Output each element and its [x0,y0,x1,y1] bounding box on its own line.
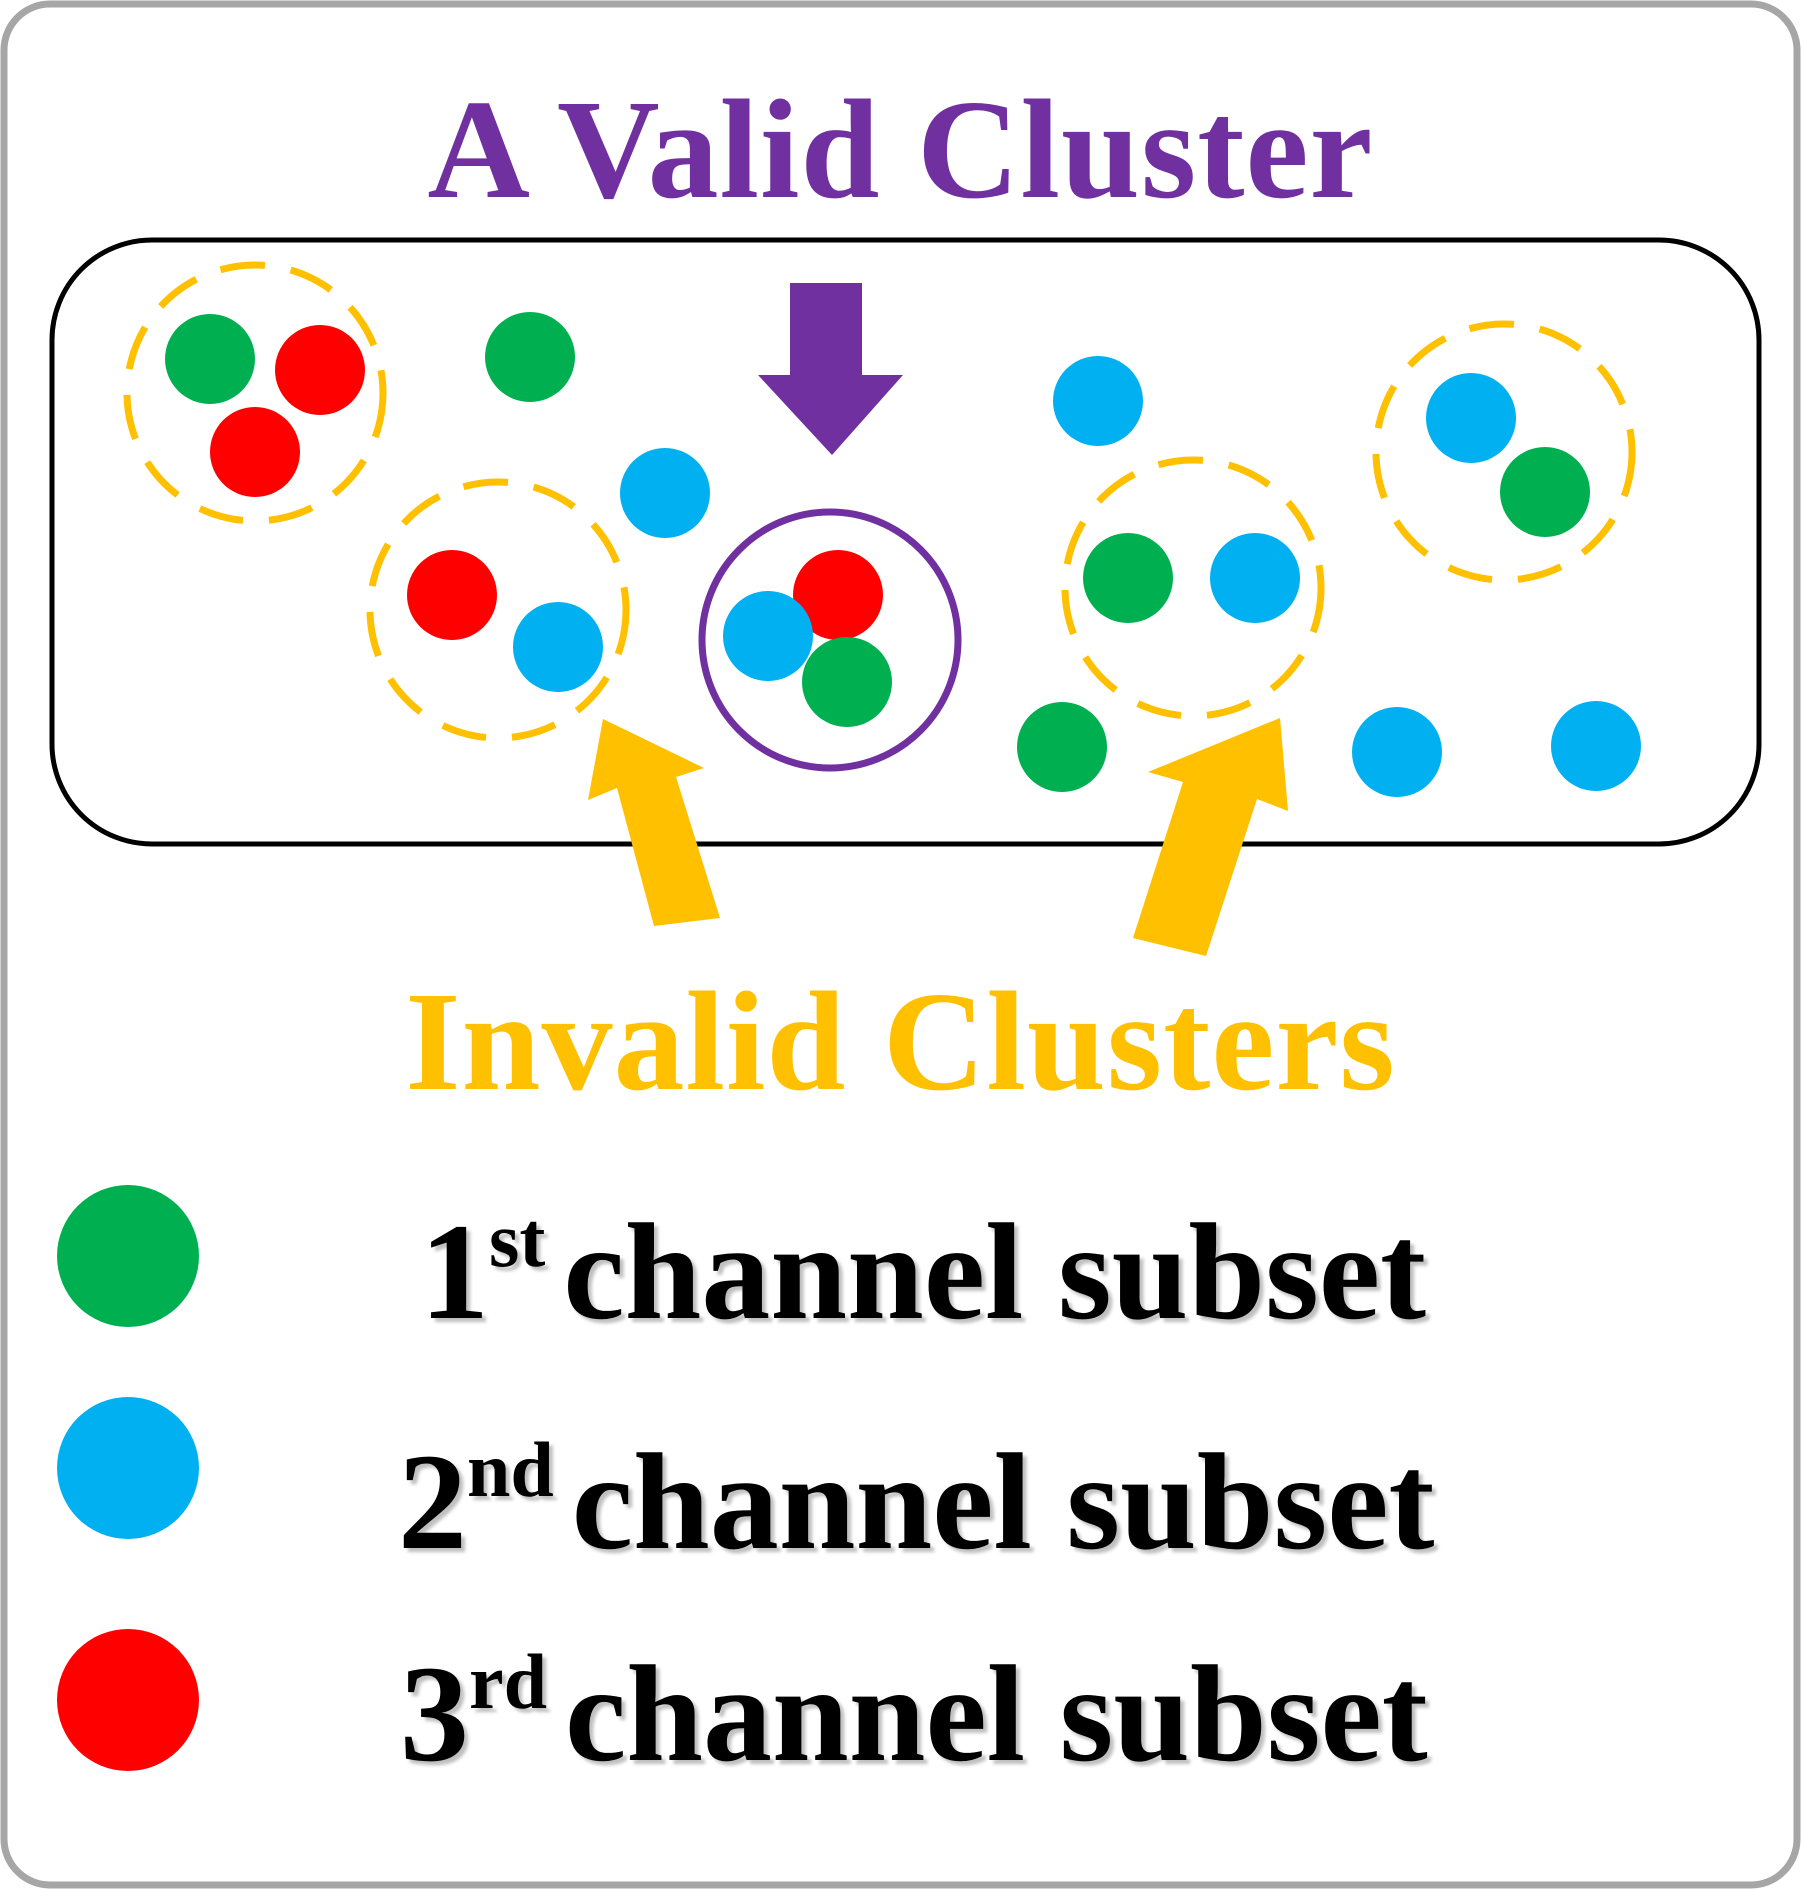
invalid-cluster-ring-2 [366,478,630,742]
invalid-cluster-rings [123,261,1636,742]
point-green [165,314,255,404]
legend-text: channel subset [563,1195,1427,1348]
legend-ordinal-suffix: rd [469,1638,547,1725]
legend-text: channel subset [571,1425,1435,1578]
invalid-cluster-arrow-left [588,719,720,926]
point-blue [1352,707,1442,797]
point-green [1500,447,1590,537]
point-blue [620,448,710,538]
invalid-cluster-arrow-right [1133,718,1288,956]
point-blue [1210,533,1300,623]
legend-ordinal-suffix: nd [467,1426,554,1513]
valid-cluster-arrow [758,283,903,455]
point-blue [1426,373,1516,463]
point-green [1017,702,1107,792]
point-blue [1053,356,1143,446]
point-blue [723,591,813,681]
point-red [407,550,497,640]
data-region-box [49,237,1762,847]
point-green [485,312,575,402]
invalid-clusters-title: Invalid Clusters [405,962,1396,1120]
point-blue [1551,701,1641,791]
point-green [1083,533,1173,623]
valid-cluster-title: A Valid Cluster [427,70,1374,228]
legend-marker-blue [57,1397,199,1539]
point-red [275,325,365,415]
point-red [793,550,883,640]
legend-text: channel subset [565,1637,1428,1790]
invalid-cluster-ring-1 [123,261,387,525]
legend-number: 1 [420,1195,489,1348]
legend-number: 2 [398,1425,467,1578]
legend-number: 3 [400,1637,469,1790]
data-points [165,312,1641,797]
invalid-cluster-ring-4 [1372,320,1636,584]
point-blue [513,602,603,692]
point-green [802,637,892,727]
legend-marker-green [57,1185,199,1327]
invalid-cluster-ring-3 [1061,456,1325,720]
legend-marker-red [57,1629,199,1771]
point-red [210,407,300,497]
valid-cluster-ring [698,508,962,772]
legend-ordinal-suffix: st [489,1196,546,1283]
